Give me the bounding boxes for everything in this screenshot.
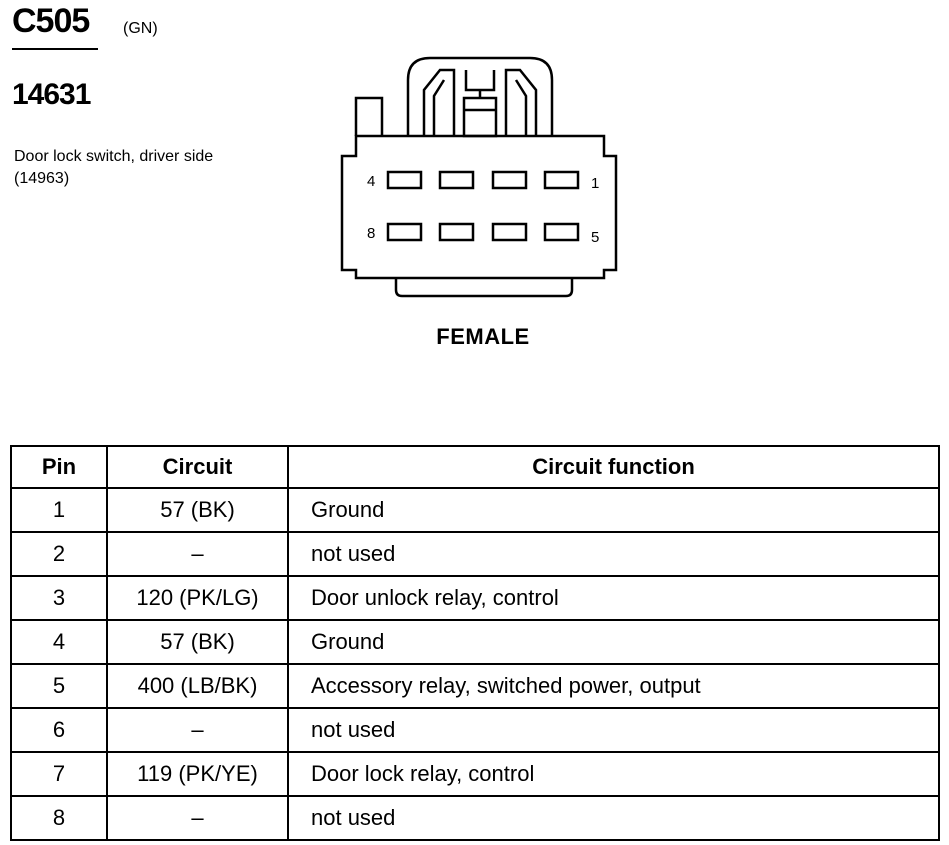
table-row: 5 400 (LB/BK) Accessory relay, switched …	[10, 663, 940, 709]
pin-cavity	[438, 170, 475, 190]
circuit-cell: –	[106, 531, 289, 577]
pin-cell: 2	[10, 531, 108, 577]
pin-cavity	[491, 170, 528, 190]
pin-circuit-table: Pin Circuit Circuit function 1 57 (BK) G…	[10, 445, 940, 841]
connector-color: (GN)	[123, 20, 158, 37]
title-underline	[12, 48, 98, 50]
pin-cell: 3	[10, 575, 108, 621]
connector-gender-label: FEMALE	[436, 324, 530, 349]
function-cell: Ground	[287, 487, 940, 533]
pin-cell: 4	[10, 619, 108, 665]
pin-cell: 1	[10, 487, 108, 533]
pin-label-8: 8	[367, 225, 375, 242]
locking-tab	[354, 96, 384, 136]
pin-cavity	[543, 170, 580, 190]
connector-description: Door lock switch, driver side (14963)	[14, 148, 214, 187]
function-cell: not used	[287, 531, 940, 577]
header-circuit: Circuit	[106, 445, 289, 489]
pin-cavities	[386, 170, 580, 242]
function-cell: not used	[287, 795, 940, 841]
circuit-cell: 120 (PK/LG)	[106, 575, 289, 621]
circuit-cell: 57 (BK)	[106, 487, 289, 533]
pin-cell: 6	[10, 707, 108, 753]
table-row: 4 57 (BK) Ground	[10, 619, 940, 665]
connector-housing	[340, 134, 618, 280]
connector-id: C505	[12, 2, 90, 40]
pin-label-1: 1	[591, 175, 599, 192]
pin-cavity	[438, 222, 475, 242]
header-pin: Pin	[10, 445, 108, 489]
locking-tab	[406, 56, 554, 136]
function-cell: Door lock relay, control	[287, 751, 940, 797]
circuit-cell: 119 (PK/YE)	[106, 751, 289, 797]
pin-cavity	[491, 222, 528, 242]
table-row: 6 – not used	[10, 707, 940, 753]
pin-label-5: 5	[591, 229, 599, 246]
function-cell: Door unlock relay, control	[287, 575, 940, 621]
circuit-cell: –	[106, 707, 289, 753]
table-row: 8 – not used	[10, 795, 940, 841]
pin-cavity	[386, 170, 423, 190]
table-row: 2 – not used	[10, 531, 940, 577]
circuit-cell: –	[106, 795, 289, 841]
pin-cavity	[386, 222, 423, 242]
function-cell: Accessory relay, switched power, output	[287, 663, 940, 709]
pin-cell: 7	[10, 751, 108, 797]
connector-face-diagram: 4 1 8 5	[340, 56, 618, 298]
pin-cavity	[543, 222, 580, 242]
part-number: 14631	[12, 78, 91, 111]
circuit-cell: 57 (BK)	[106, 619, 289, 665]
header-circuit-function: Circuit function	[287, 445, 940, 489]
table-header-row: Pin Circuit Circuit function	[10, 445, 940, 489]
locking-tab	[422, 68, 456, 136]
pin-cell: 5	[10, 663, 108, 709]
circuit-cell: 400 (LB/BK)	[106, 663, 289, 709]
table-row: 7 119 (PK/YE) Door lock relay, control	[10, 751, 940, 797]
table-row: 1 57 (BK) Ground	[10, 487, 940, 533]
function-cell: not used	[287, 707, 940, 753]
function-cell: Ground	[287, 619, 940, 665]
latch-window	[462, 96, 498, 138]
connector-housing	[394, 278, 574, 298]
locking-tab	[504, 68, 538, 136]
pin-label-4: 4	[367, 173, 375, 190]
pin-cell: 8	[10, 795, 108, 841]
table-row: 3 120 (PK/LG) Door unlock relay, control	[10, 575, 940, 621]
